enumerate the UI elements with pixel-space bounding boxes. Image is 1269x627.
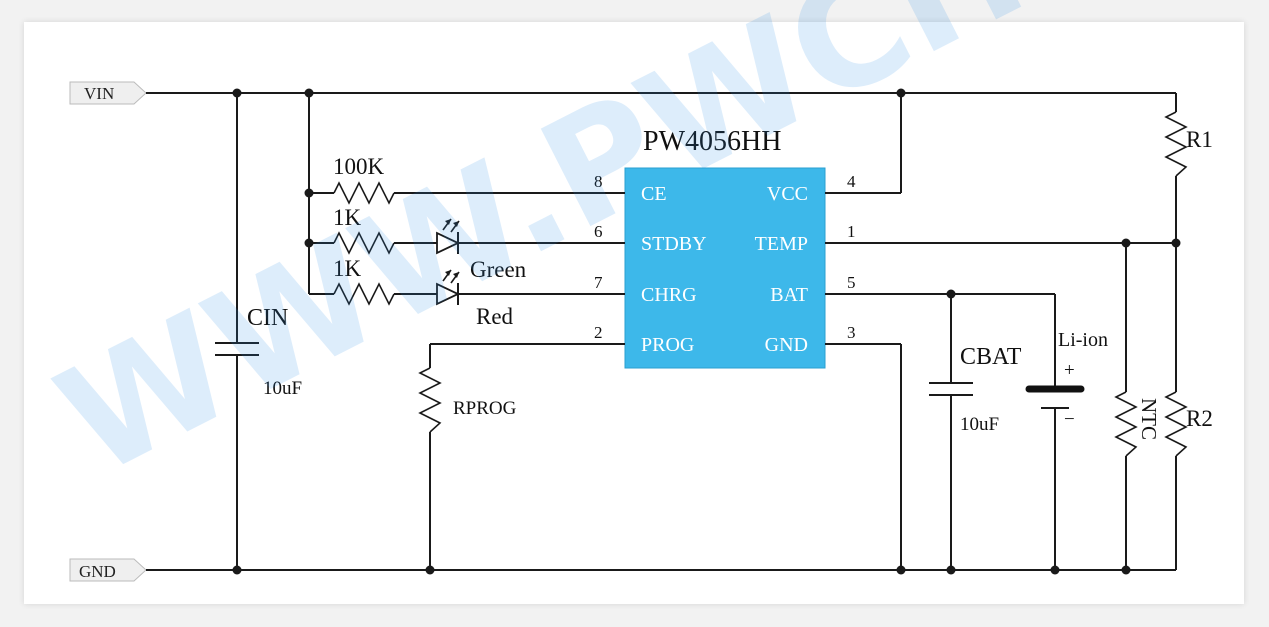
pin-prog: PROG (641, 334, 694, 356)
wires (146, 92, 1177, 571)
resistor-rprog (418, 367, 442, 433)
pin-num-7: 7 (594, 273, 603, 292)
pin-temp: TEMP (755, 233, 808, 255)
pin-num-2: 2 (594, 323, 603, 342)
watermark: WWW.PWCHIP (33, 0, 1197, 510)
pin-vcc: VCC (767, 183, 808, 205)
led-red-icon (436, 269, 461, 306)
r-stdby-label: 1K (333, 205, 362, 230)
pin-chrg: CHRG (641, 284, 697, 306)
ntc-label: NTC (1137, 398, 1161, 440)
r-chrg-label: 1K (333, 256, 362, 281)
pin-num-3: 3 (847, 323, 856, 342)
pin-num-4: 4 (847, 172, 856, 191)
ic-name: PW4056HH (643, 126, 781, 157)
gnd-port (69, 558, 147, 582)
pin-num-5: 5 (847, 273, 856, 292)
pin-ce: CE (641, 183, 667, 205)
resistor-1k-stdby (333, 231, 395, 255)
resistor-1k-chrg (333, 282, 395, 306)
battery-label: Li-ion (1058, 329, 1108, 351)
capacitor-cbat-icon (929, 382, 973, 396)
led-green-label: Green (470, 257, 527, 282)
resistor-100k (333, 181, 395, 205)
r-ce-label: 100K (333, 154, 385, 179)
battery-plus: + (1064, 360, 1075, 381)
vin-label: VIN (84, 84, 114, 103)
pin-stdby: STDBY (641, 233, 707, 255)
capacitor-cin-icon (215, 342, 259, 356)
led-red-label: Red (476, 304, 514, 329)
pin-gnd: GND (765, 334, 808, 356)
pin-num-6: 6 (594, 222, 603, 241)
cbat-value: 10uF (960, 414, 999, 435)
r2-label: R2 (1186, 406, 1213, 431)
vin-port (69, 81, 147, 105)
gnd-label: GND (79, 562, 116, 581)
cin-label: CIN (247, 305, 288, 331)
battery-icon (1025, 385, 1085, 409)
resistor-r1 (1164, 111, 1188, 177)
resistor-r2 (1164, 391, 1188, 457)
ic-body (624, 167, 826, 369)
battery-minus: − (1064, 409, 1075, 430)
r1-label: R1 (1186, 127, 1213, 152)
cin-value: 10uF (263, 378, 302, 399)
pin-bat: BAT (770, 284, 808, 306)
cbat-label: CBAT (960, 344, 1022, 370)
pin-num-1: 1 (847, 222, 856, 241)
rprog-label: RPROG (453, 398, 517, 419)
resistor-ntc (1114, 391, 1138, 457)
led-green-icon (436, 218, 461, 255)
junction-dots (232, 88, 1181, 575)
pin-num-8: 8 (594, 172, 603, 191)
